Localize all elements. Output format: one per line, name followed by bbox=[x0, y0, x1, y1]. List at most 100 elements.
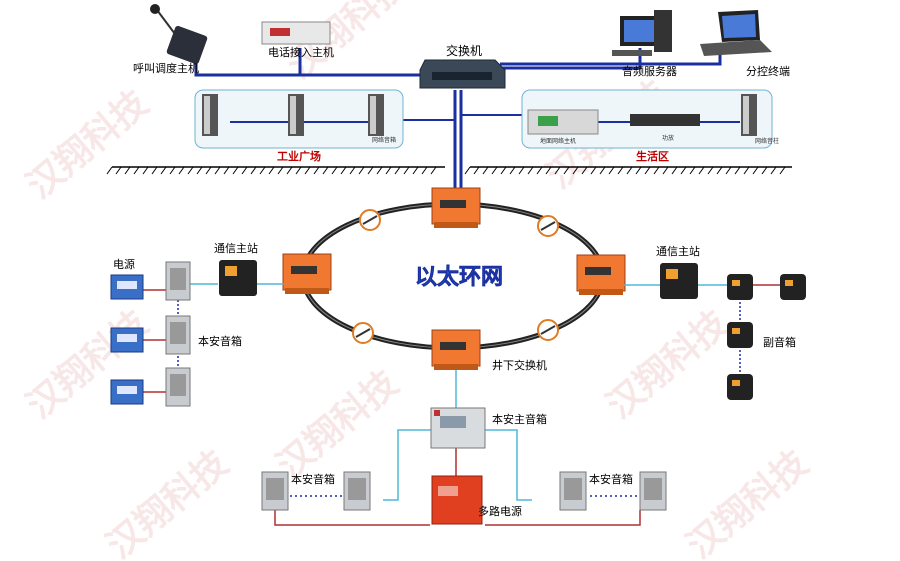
watermark: 汉翔科技 bbox=[679, 443, 816, 561]
hatch-mark bbox=[196, 166, 203, 175]
hatch-mark bbox=[545, 166, 552, 175]
hatch-mark bbox=[554, 166, 561, 175]
speaker-column-icon bbox=[741, 94, 757, 136]
hatch-mark bbox=[563, 166, 570, 175]
hatch-mark bbox=[761, 166, 768, 175]
hatch-mark bbox=[340, 166, 347, 175]
hatch-mark bbox=[205, 166, 212, 175]
hatch-mark bbox=[716, 166, 723, 175]
hatch-mark bbox=[403, 166, 410, 175]
hatch-mark bbox=[599, 166, 606, 175]
fiber-connector-icon bbox=[537, 215, 559, 237]
network-speaker-label: 网络音箱 bbox=[372, 136, 396, 144]
dispatch-console-label: 呼叫调度主机 bbox=[133, 62, 199, 75]
power-supply-label: 电源 bbox=[113, 258, 135, 271]
explosion-proof-switch-icon bbox=[431, 187, 481, 228]
hatch-mark bbox=[250, 166, 257, 175]
desktop-pc-icon bbox=[612, 10, 672, 56]
hatch-mark bbox=[133, 166, 140, 175]
hatch-mark bbox=[286, 166, 293, 175]
safe-speaker-icon bbox=[780, 274, 806, 300]
hatch-mark bbox=[464, 166, 471, 175]
switch-label: 交换机 bbox=[446, 44, 483, 58]
ethernet-ring-label: 以太环网 bbox=[415, 265, 503, 290]
hatch-mark bbox=[743, 166, 750, 175]
power-box-icon bbox=[110, 327, 144, 353]
multi-power-label: 多路电源 bbox=[478, 505, 522, 518]
safe-speaker-bottom-left-label: 本安音箱 bbox=[291, 473, 335, 486]
hatch-mark bbox=[421, 166, 428, 175]
hatch-mark bbox=[698, 166, 705, 175]
hatch-mark bbox=[241, 166, 248, 175]
hatch-mark bbox=[142, 166, 149, 175]
speaker-column-icon bbox=[368, 94, 384, 136]
industrial-square-label: 工业广场 bbox=[277, 150, 321, 163]
sub-speaker-label: 副音箱 bbox=[763, 336, 796, 349]
hatch-mark bbox=[617, 166, 624, 175]
safe-speaker-icon bbox=[727, 274, 753, 300]
multi-power-icon bbox=[431, 475, 483, 525]
speaker-column-icon bbox=[288, 94, 304, 136]
hatch-mark bbox=[277, 166, 284, 175]
hatch-mark bbox=[689, 166, 696, 175]
hatch-mark bbox=[151, 166, 158, 175]
hatch-mark bbox=[509, 166, 516, 175]
ground-hatch bbox=[106, 166, 786, 175]
hatch-mark bbox=[707, 166, 714, 175]
hatch-mark bbox=[671, 166, 678, 175]
safe-speaker-icon bbox=[165, 261, 191, 301]
safe-speaker-left-label: 本安音箱 bbox=[198, 335, 242, 348]
hatch-mark bbox=[322, 166, 329, 175]
hatch-mark bbox=[232, 166, 239, 175]
safe-main-speaker-label: 本安主音箱 bbox=[492, 413, 547, 426]
hatch-mark bbox=[304, 166, 311, 175]
explosion-proof-switch-icon bbox=[431, 329, 481, 370]
hatch-mark bbox=[178, 166, 185, 175]
left-links bbox=[143, 283, 284, 393]
hatch-mark bbox=[653, 166, 660, 175]
hatch-mark bbox=[160, 166, 167, 175]
rack-unit-icon bbox=[527, 109, 599, 135]
hatch-mark bbox=[412, 166, 419, 175]
watermark: 汉翔科技 bbox=[19, 83, 156, 207]
comm-station-right-label: 通信主站 bbox=[656, 245, 700, 258]
hatch-mark bbox=[358, 166, 365, 175]
hatch-mark bbox=[349, 166, 356, 175]
comm-station-icon bbox=[660, 263, 698, 299]
safe-speaker-bottom-right-label: 本安音箱 bbox=[589, 473, 633, 486]
power-box-icon bbox=[110, 274, 144, 300]
hatch-mark bbox=[376, 166, 383, 175]
speaker-column-icon bbox=[202, 94, 218, 136]
safe-speaker-icon bbox=[727, 374, 753, 400]
comm-station-icon bbox=[219, 260, 257, 296]
watermark: 汉翔科技 bbox=[599, 303, 736, 427]
hatch-mark bbox=[115, 166, 122, 175]
watermark: 汉翔科技 bbox=[269, 363, 406, 487]
watermark: 汉翔科技 bbox=[99, 443, 236, 561]
safe-speaker-icon bbox=[727, 322, 753, 348]
phone-access-host-label: 电话接入主机 bbox=[268, 46, 334, 59]
explosion-proof-switch-icon bbox=[282, 253, 332, 294]
hatch-mark bbox=[635, 166, 642, 175]
safe-speaker-icon bbox=[261, 471, 289, 511]
underground-links bbox=[274, 370, 641, 526]
fiber-connector-icon bbox=[537, 319, 559, 341]
hatch-mark bbox=[500, 166, 507, 175]
hatch-mark bbox=[572, 166, 579, 175]
control-terminal-label: 分控终端 bbox=[746, 65, 790, 78]
fiber-connector-icon bbox=[359, 209, 381, 231]
living-area-label: 生活区 bbox=[636, 150, 669, 163]
hatch-mark bbox=[734, 166, 741, 175]
hatch-mark bbox=[752, 166, 759, 175]
hatch-mark bbox=[259, 166, 266, 175]
hatch-mark bbox=[482, 166, 489, 175]
hatch-mark bbox=[626, 166, 633, 175]
safe-speaker-icon bbox=[559, 471, 587, 511]
hatch-mark bbox=[662, 166, 669, 175]
hatch-mark bbox=[187, 166, 194, 175]
hatch-mark bbox=[725, 166, 732, 175]
hatch-mark bbox=[644, 166, 651, 175]
hatch-mark bbox=[581, 166, 588, 175]
network-switch-icon bbox=[419, 59, 506, 89]
